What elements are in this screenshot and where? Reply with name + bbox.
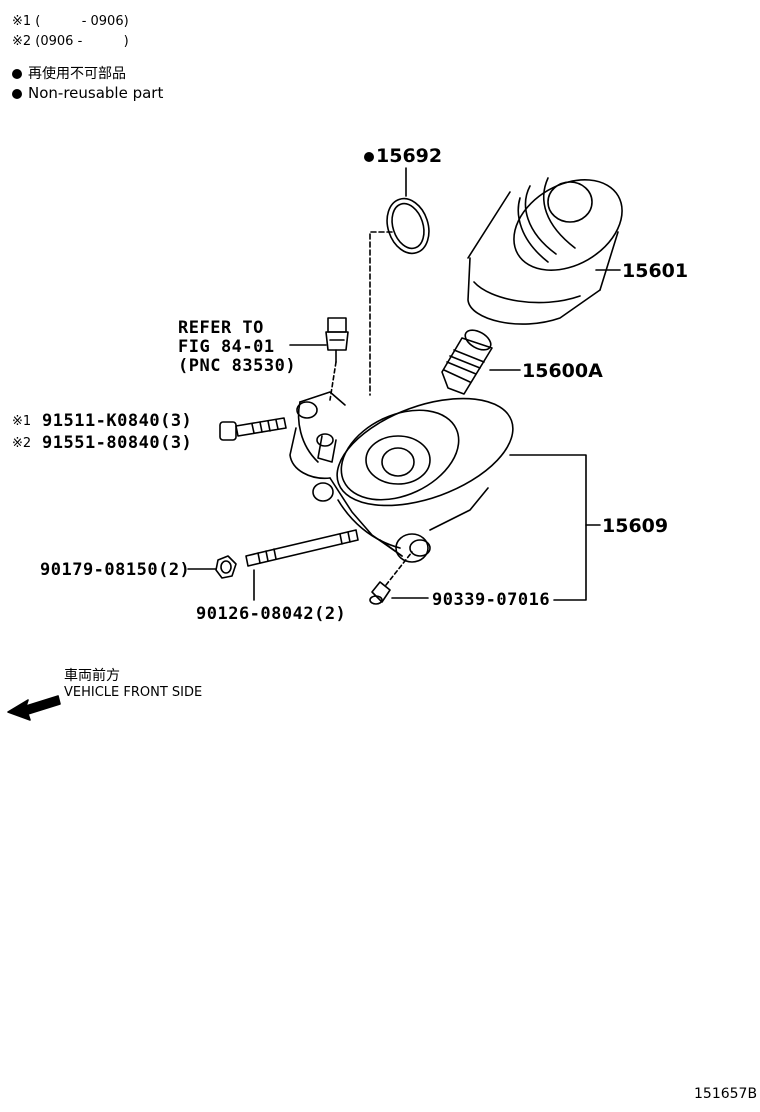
refer-line-2[interactable]: FIG 84-01 bbox=[178, 337, 275, 357]
direction-jp: 車両前方 bbox=[64, 668, 120, 684]
nut-90179 bbox=[215, 555, 237, 579]
note-2: ※2 (0906 - ) bbox=[12, 34, 129, 49]
oil-pressure-sensor bbox=[325, 317, 349, 363]
label-15601[interactable]: 15601 bbox=[622, 260, 689, 282]
label-15600A[interactable]: 15600A bbox=[522, 360, 603, 382]
non-reusable-dot-icon bbox=[364, 151, 374, 162]
bolt-91511 bbox=[219, 417, 287, 441]
oil-filter-bracket-15609 bbox=[289, 391, 514, 563]
label-bolt-91551[interactable]: 91551-80840(3) bbox=[42, 433, 193, 453]
refer-line-1: REFER TO bbox=[178, 318, 264, 338]
figure-id: 151657B bbox=[694, 1086, 758, 1102]
bolt2-mark: ※2 bbox=[12, 436, 32, 451]
label-stud-90126[interactable]: 90126-08042(2) bbox=[196, 604, 347, 624]
drain-plug bbox=[369, 581, 391, 605]
label-bolt-91511[interactable]: 91511-K0840(3) bbox=[42, 411, 193, 431]
direction-en: VEHICLE FRONT SIDE bbox=[64, 685, 203, 700]
legend-jp: 再使用不可部品 bbox=[12, 63, 126, 83]
label-15609[interactable]: 15609 bbox=[602, 515, 669, 537]
union-15600A bbox=[441, 329, 493, 395]
refer-line-3: (PNC 83530) bbox=[178, 356, 297, 376]
vehicle-front-arrow bbox=[7, 695, 61, 721]
legend-en: Non-reusable part bbox=[12, 84, 163, 102]
label-nut-90179[interactable]: 90179-08150(2) bbox=[40, 560, 191, 580]
non-reusable-dot-icon bbox=[12, 69, 22, 79]
note-1: ※1 ( - 0906) bbox=[12, 14, 129, 29]
o-ring-15692 bbox=[386, 197, 430, 255]
stud-90126 bbox=[245, 529, 359, 567]
bolt1-mark: ※1 bbox=[12, 414, 32, 429]
label-15692[interactable]: 15692 bbox=[364, 145, 442, 167]
oil-filter-15601 bbox=[467, 177, 623, 325]
label-plug-90339[interactable]: 90339-07016 bbox=[432, 590, 551, 610]
non-reusable-dot-icon bbox=[12, 88, 22, 99]
